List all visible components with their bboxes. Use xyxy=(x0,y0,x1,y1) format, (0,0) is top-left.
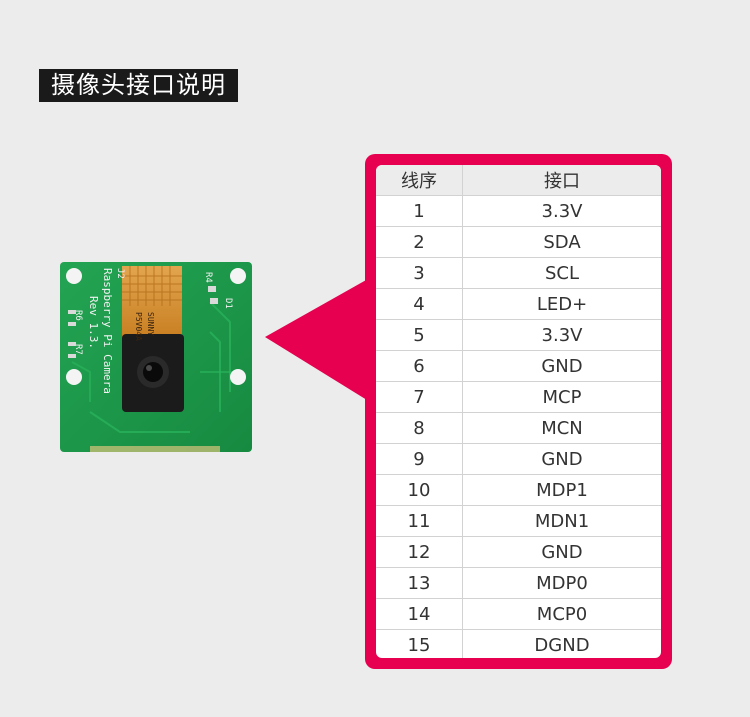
table-row: 15 DGND xyxy=(376,629,661,658)
page-title: 摄像头接口说明 xyxy=(39,69,238,102)
pin-signal: MCP0 xyxy=(462,598,661,630)
pin-number: 6 xyxy=(376,350,463,382)
silk-label-j2: J2 xyxy=(115,268,125,279)
callout-pointer xyxy=(265,275,375,405)
pin-signal: MCP xyxy=(462,381,661,413)
pin-number: 4 xyxy=(376,288,463,320)
camera-board-image: Raspberry Pi Camera Rev 1.3. J2 R6 R7 R4… xyxy=(60,262,252,452)
pin-number: 10 xyxy=(376,474,463,506)
pin-signal: 3.3V xyxy=(462,195,661,227)
silk-label-main: Raspberry Pi Camera xyxy=(101,268,114,394)
pin-signal: DGND xyxy=(534,634,590,656)
pin-signal: GND xyxy=(462,350,661,382)
camera-board-illustration: Raspberry Pi Camera Rev 1.3. J2 R6 R7 R4… xyxy=(60,262,252,452)
mount-hole xyxy=(66,268,82,284)
pin-number: 7 xyxy=(376,381,463,413)
mount-hole xyxy=(230,369,246,385)
header-pin-order: 线序 xyxy=(376,165,463,196)
silk-label-r7: R7 xyxy=(73,344,83,355)
header-interface: 接口 xyxy=(462,165,661,196)
mount-hole xyxy=(66,369,82,385)
pin-number: 14 xyxy=(376,598,463,630)
pin-number: 15 xyxy=(376,629,463,658)
pin-signal: SDA xyxy=(462,226,661,258)
pin-signal: MDP1 xyxy=(462,474,661,506)
flex-cable xyxy=(122,266,182,338)
pin-number: 13 xyxy=(376,567,463,599)
pin-number: 8 xyxy=(376,412,463,444)
silk-label-rev: Rev 1.3. xyxy=(87,296,100,349)
pin-number: 1 xyxy=(376,195,463,227)
silk-label-r6: R6 xyxy=(73,310,83,321)
silk-label-r4: R4 xyxy=(203,272,213,283)
silk-label-d1: D1 xyxy=(223,298,233,309)
pin-signal: MCN xyxy=(462,412,661,444)
lens-icon xyxy=(143,362,163,382)
pin-number: 9 xyxy=(376,443,463,475)
mount-hole xyxy=(230,268,246,284)
pin-signal: 3.3V xyxy=(462,319,661,351)
pin-number: 3 xyxy=(376,257,463,289)
silk-label-brand: SUNNY xyxy=(146,312,155,336)
table-header-row: 线序 接口 xyxy=(376,165,661,196)
pin-number: 11 xyxy=(376,505,463,537)
pin-number: 2 xyxy=(376,226,463,258)
pin-number: 5 xyxy=(376,319,463,351)
silk-label-module: P5V04A xyxy=(134,312,143,341)
pin-signal: MDP0 xyxy=(462,567,661,599)
pin-signal: LED+ xyxy=(462,288,661,320)
pin-signal: GND xyxy=(462,536,661,568)
pin-number: 12 xyxy=(376,536,463,568)
pin-signal: SCL xyxy=(462,257,661,289)
pin-signal: MDN1 xyxy=(462,505,661,537)
pin-signal: GND xyxy=(462,443,661,475)
